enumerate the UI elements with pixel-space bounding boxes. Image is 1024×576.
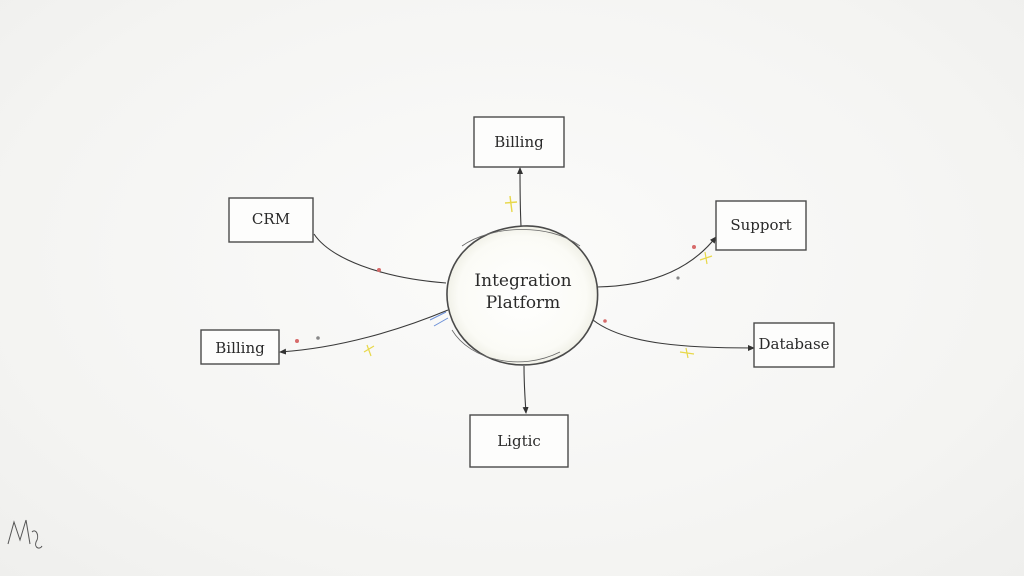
hub-circle [446, 225, 599, 366]
node-box [200, 329, 280, 365]
node-label: Billing [494, 133, 544, 151]
sparkle-mark [504, 195, 518, 213]
node-box [753, 322, 835, 368]
sparkle-mark [679, 347, 695, 359]
node-billing-left[interactable]: Billing [200, 329, 280, 365]
edge-hub-to-billing-top [517, 167, 524, 227]
node-box [469, 414, 569, 468]
edge-hub-to-logic [522, 365, 529, 414]
decorative-marks [295, 195, 713, 359]
edge-crm-to-hub [313, 233, 447, 284]
edge-hub-to-billing-left [279, 309, 449, 355]
node-logic[interactable]: Ligtic [469, 414, 569, 468]
dot-mark [377, 268, 381, 272]
dot-mark [316, 336, 320, 340]
dot-mark [692, 245, 696, 249]
node-billing-top[interactable]: Billing [473, 116, 565, 168]
node-box [715, 200, 807, 251]
dot-mark [295, 339, 299, 343]
hub-label-line2: Platform [486, 293, 561, 313]
dot-mark [603, 319, 607, 323]
node-label: Ligtic [497, 432, 541, 450]
edge-hub-to-support [596, 236, 717, 288]
dot-mark [676, 276, 680, 280]
sparkle-mark [699, 251, 713, 265]
node-label: Database [758, 335, 829, 353]
node-box [473, 116, 565, 168]
hub-sketch-stroke [461, 229, 581, 247]
node-box [228, 197, 314, 243]
sparkle-mark [363, 344, 375, 357]
node-database[interactable]: Database [753, 322, 835, 368]
edge-hub-to-database [592, 319, 755, 351]
hub-sketch-stroke [451, 329, 561, 363]
node-label: Support [730, 216, 791, 234]
edges [279, 167, 755, 414]
signature-mark [7, 519, 43, 549]
node-support[interactable]: Support [715, 200, 807, 251]
hub-node[interactable]: Integration Platform [446, 225, 599, 366]
node-crm[interactable]: CRM [228, 197, 314, 243]
stroke-mark [429, 311, 449, 327]
node-label: Billing [215, 339, 265, 357]
hub-label-line1: Integration [474, 271, 571, 291]
node-label: CRM [252, 210, 290, 228]
